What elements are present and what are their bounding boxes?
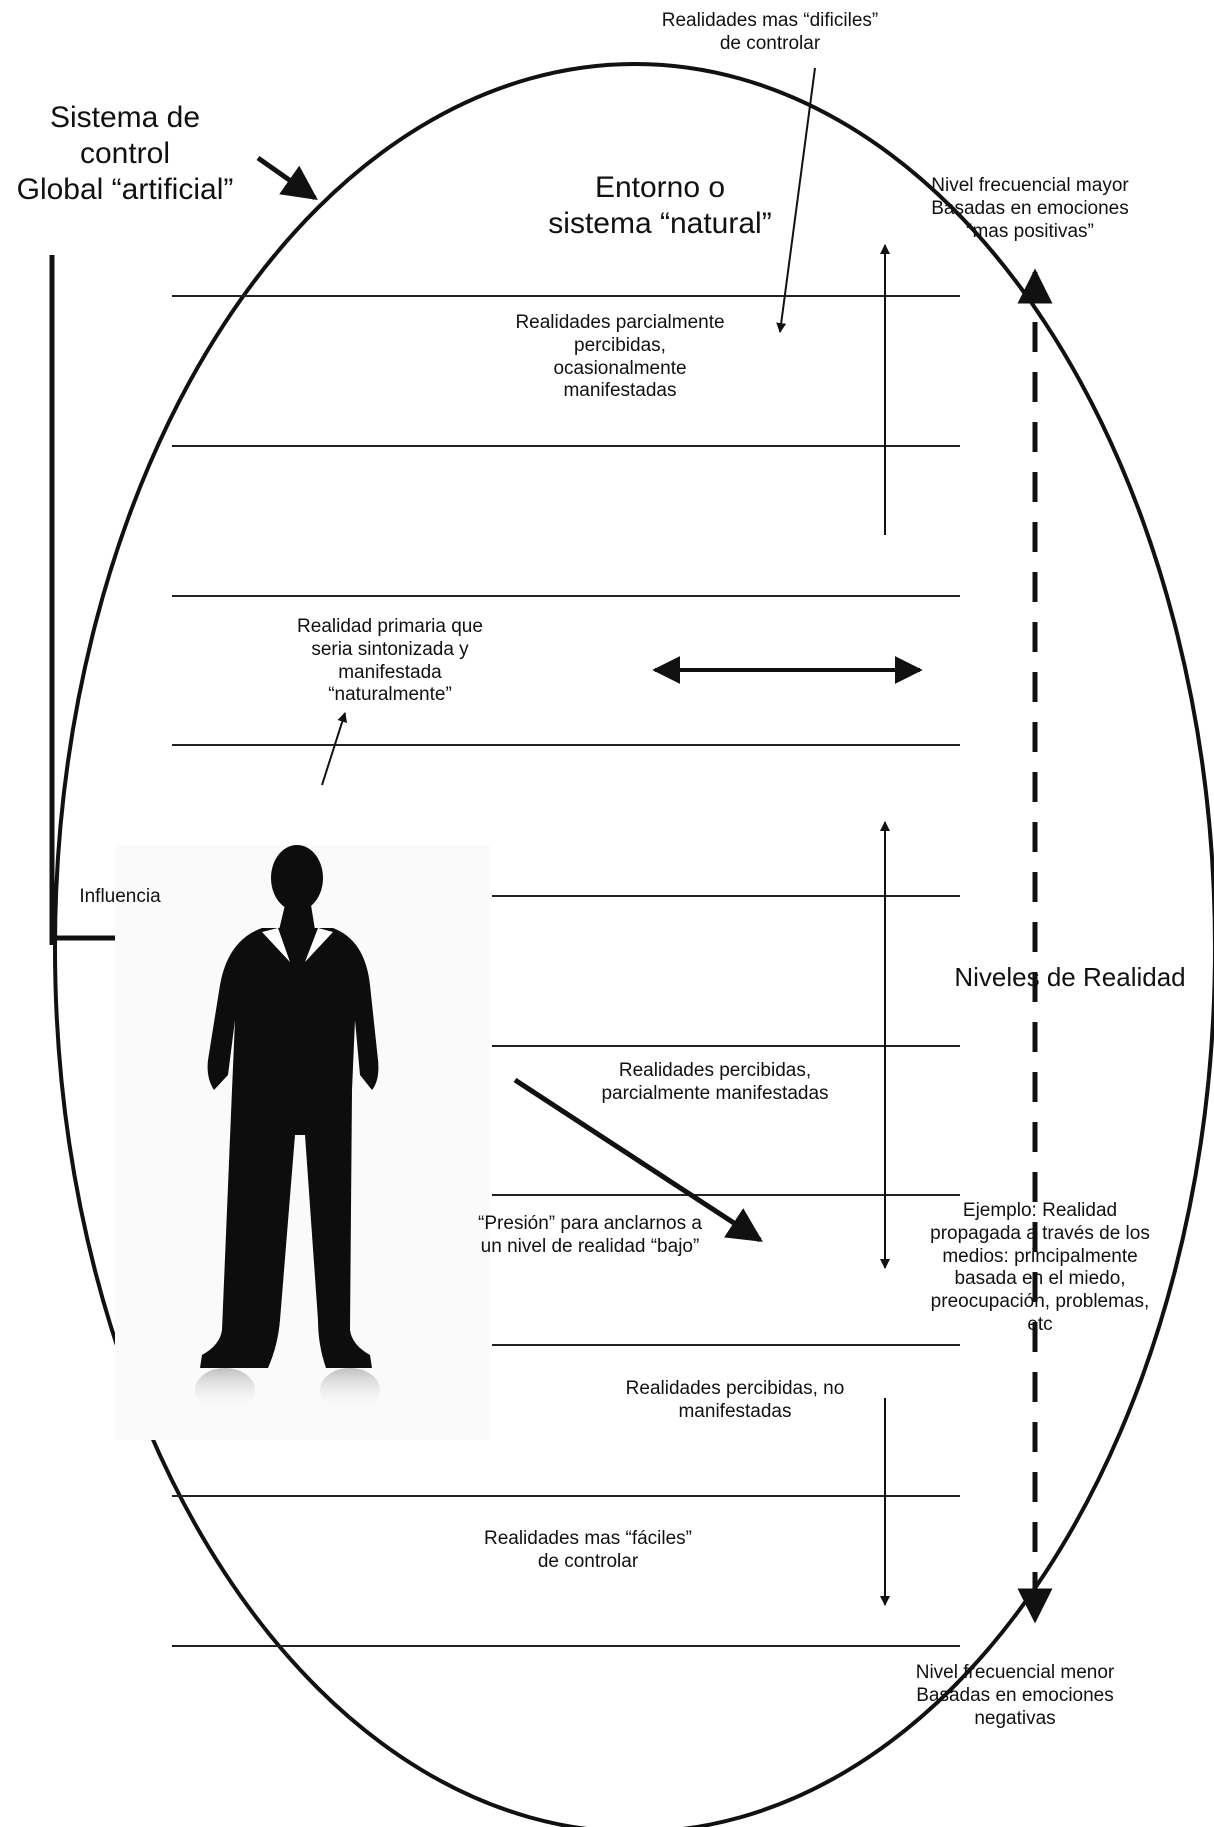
control-pointer-arrow [256,155,318,201]
band-not-manifested: Realidades percibidas, no manifestadas [625,1378,845,1422]
easy-realities-note: Realidades mas “fáciles” de controlar [483,1528,693,1572]
control-system-title: Sistema de control Global “artificial” [16,101,234,206]
pressure-note: “Presión” para anclarnos a un nivel de r… [478,1213,702,1257]
influence-label: Influencia [79,886,161,907]
primary-pointer-arrow [321,712,348,786]
high-frequency-note: Nivel frecuencial mayor Basadas en emoci… [931,175,1129,242]
person-silhouette-icon [115,845,490,1440]
band-partially-perceived: Realidades parcialmente percibidas, ocas… [515,312,725,402]
media-example-note: Ejemplo: Realidad propagada a través de … [930,1200,1150,1335]
low-frequency-note: Nivel frecuencial menor Basadas en emoci… [915,1662,1115,1729]
pressure-arrow [513,1077,763,1243]
primary-reality-note: Realidad primaria que seria sintonizada … [297,616,483,706]
difficult-realities-note: Realidades mas “dificiles” de controlar [661,10,879,54]
difficult-pointer-arrow [776,67,816,333]
reality-levels-label: Niveles de Realidad [954,962,1186,992]
natural-system-ellipse [53,62,1214,1827]
band-perceived-partially-manifested: Realidades percibidas, parcialmente mani… [601,1060,829,1104]
natural-system-title: Entorno o sistema “natural” [548,171,772,240]
